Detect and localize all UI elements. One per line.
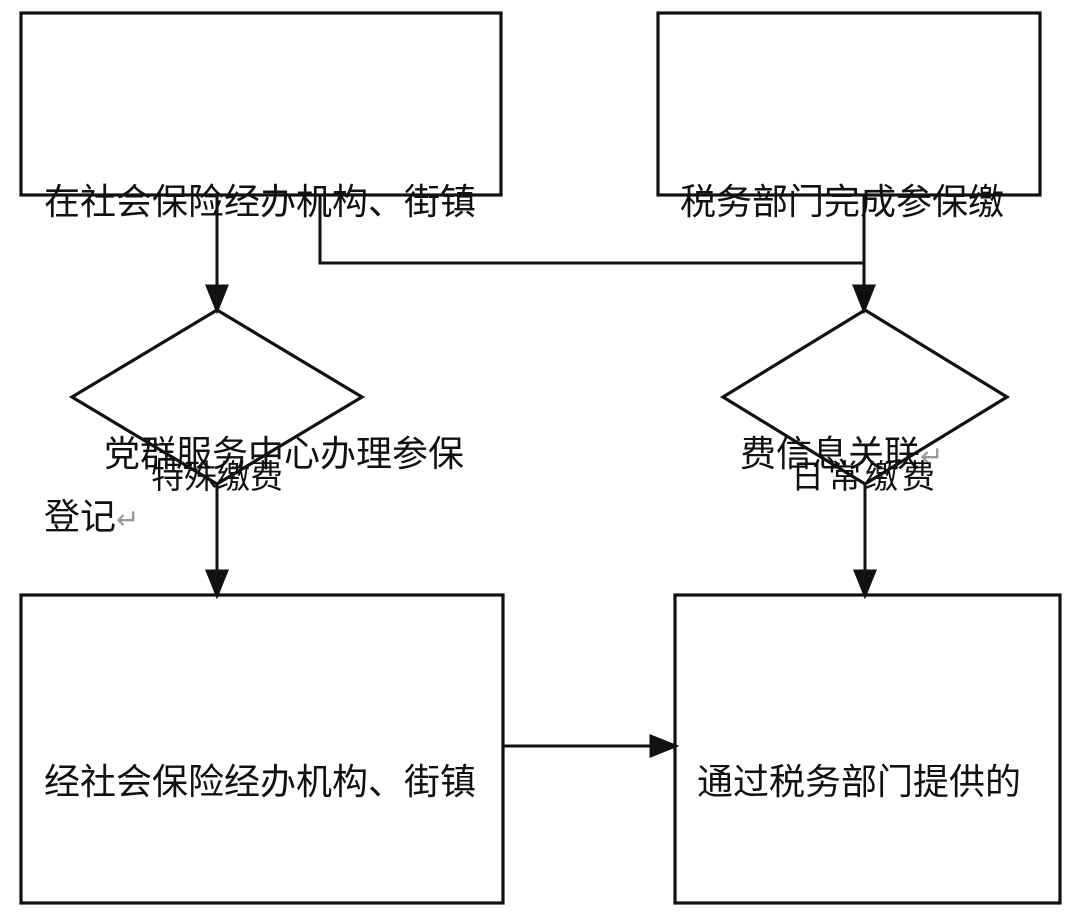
node-pay-channel-line-1: 通过税务部门提供的 [697, 761, 1022, 802]
node-ssb-assess-shape[interactable] [19, 593, 505, 905]
node-register-line-1: 在社会保险经办机构、街镇 [44, 181, 477, 222]
node-pay-channel-shape[interactable] [673, 593, 1062, 905]
node-special-payment-label: 特殊缴费 [72, 377, 362, 577]
node-ssb-assess-label: 经社会保险经办机构、街镇 党群服务中心核定应缴费信 息的，社保部门将应缴费信 息… [44, 624, 494, 922]
pilcrow-icon: ↵ [116, 504, 140, 535]
node-register-shape[interactable] [19, 11, 503, 197]
node-daily-payment-label: 日常缴费 [723, 377, 1007, 577]
node-ssb-assess-line-1: 经社会保险经办机构、街镇 [44, 761, 477, 802]
node-tax-link-line-2: 费信息关联 [740, 433, 921, 474]
node-tax-link-shape[interactable] [656, 11, 1042, 197]
pilcrow-icon: ↵ [920, 441, 944, 472]
node-register-label: 在社会保险经办机构、街镇 党群服务中心办理参保登记↵ [44, 44, 484, 740]
node-special-payment-line-1: 特殊缴费 [151, 458, 283, 495]
node-tax-link-line-2-wrap: 费信息关联↵ [680, 359, 1025, 551]
node-register-line-2-wrap: 党群服务中心办理参保登记↵ [44, 359, 484, 614]
edge-register-to-daily [318, 195, 864, 265]
node-tax-link-label: 税务部门完成参保缴 费信息关联↵ [680, 44, 1025, 677]
node-tax-link-line-1: 税务部门完成参保缴 [680, 181, 1005, 222]
node-daily-payment-line-1: 日常缴费 [791, 458, 939, 495]
node-register-line-2: 党群服务中心办理参保登记 [44, 433, 465, 537]
node-pay-channel-label: 通过税务部门提供的 缴费渠道缴纳社会保 险费↵ [697, 624, 1047, 922]
